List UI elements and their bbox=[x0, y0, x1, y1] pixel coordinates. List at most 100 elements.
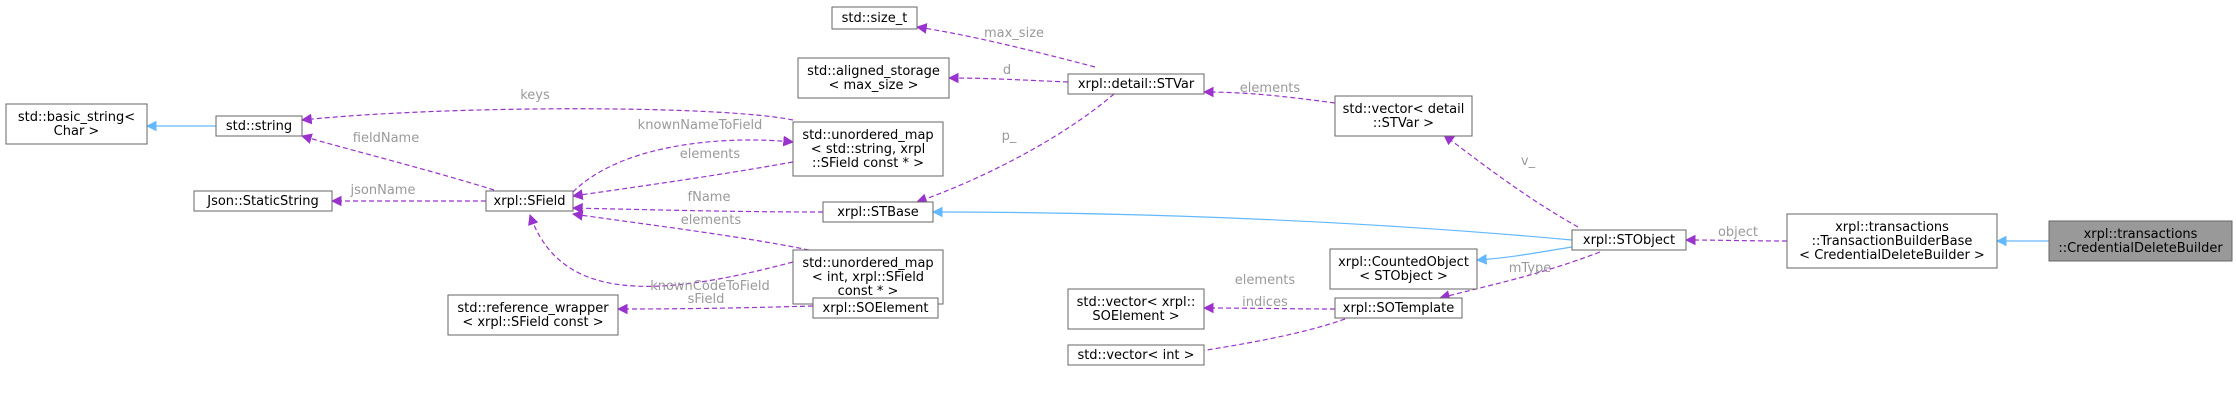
edge-elements-stvar bbox=[1202, 86, 1336, 104]
node-box bbox=[485, 190, 574, 212]
edge-label-keys: keys bbox=[520, 88, 550, 103]
edge-label-object: object bbox=[1718, 225, 1758, 240]
node-label-line: xrpl::STBase bbox=[837, 205, 919, 220]
node-string[interactable]: std::string bbox=[215, 115, 303, 137]
node-counted-object[interactable]: xrpl::CountedObject< STObject > bbox=[1329, 248, 1478, 290]
node-size-t[interactable]: std::size_t bbox=[831, 6, 918, 30]
node-box bbox=[5, 103, 148, 145]
node-box bbox=[797, 57, 950, 99]
edge-label-mtype: mType bbox=[1509, 261, 1552, 276]
edge-label-fname: fName bbox=[688, 190, 731, 205]
node-label-line: < xrpl::SField const > bbox=[462, 315, 603, 330]
edges bbox=[145, 23, 2049, 359]
edge-label-elements-umap-int: elements bbox=[681, 213, 742, 228]
node-label-line: Char > bbox=[54, 124, 100, 139]
edge-object bbox=[1684, 234, 1788, 246]
edge-label-v: v_ bbox=[1521, 154, 1536, 169]
edge-labels: keys fieldName jsonName knownNameToField… bbox=[350, 26, 1759, 310]
edge-label-max-size: max_size bbox=[984, 26, 1044, 41]
edge-known-code-to-field bbox=[528, 213, 794, 287]
node-box bbox=[792, 121, 944, 177]
node-label-line: xrpl::transactions bbox=[1835, 220, 1949, 235]
node-ref-wrapper[interactable]: std::reference_wrapper< xrpl::SField con… bbox=[447, 294, 619, 336]
edge-stobject-counted-object bbox=[1475, 246, 1573, 265]
node-label-line: std::unordered_map bbox=[802, 128, 933, 143]
node-label-line: std::vector< xrpl:: bbox=[1077, 295, 1196, 310]
node-umap-string[interactable]: std::unordered_map< std::string, xrpl::S… bbox=[792, 121, 944, 177]
node-box bbox=[831, 6, 918, 30]
node-label-line: SOElement > bbox=[1092, 309, 1179, 324]
edge-label-indices: indices bbox=[1242, 295, 1288, 310]
edge-label-elements-stvar: elements bbox=[1240, 81, 1301, 96]
edge-v bbox=[1443, 134, 1579, 228]
edge-label-known-name-to-field: knownNameToField bbox=[638, 118, 763, 133]
node-label-line: const * > bbox=[838, 284, 899, 299]
node-box bbox=[1786, 213, 1998, 269]
node-label-line: < CredentialDeleteBuilder > bbox=[1799, 248, 1985, 263]
edge-p bbox=[915, 93, 1115, 204]
node-label-line: < STObject > bbox=[1359, 269, 1448, 284]
node-label-line: std::size_t bbox=[842, 11, 908, 26]
node-box bbox=[822, 201, 934, 223]
node-label-line: < int, xrpl::SField bbox=[812, 270, 924, 285]
node-box bbox=[193, 190, 333, 212]
node-tx-builder-base[interactable]: xrpl::transactions::TransactionBuilderBa… bbox=[1786, 213, 1998, 269]
edge-sfield-ref bbox=[616, 303, 814, 315]
node-label-line: std::vector< detail bbox=[1343, 102, 1465, 117]
node-label-line: xrpl::detail::STVar bbox=[1078, 77, 1195, 92]
node-box bbox=[792, 249, 944, 305]
nodes: std::basic_string<Char > std::string Jso… bbox=[5, 6, 2233, 366]
edge-max-size bbox=[915, 23, 1096, 68]
edge-label-sfield-ref: sField bbox=[688, 292, 725, 307]
node-box bbox=[215, 115, 303, 137]
node-label-line: xrpl::SOElement bbox=[823, 301, 929, 316]
node-umap-int[interactable]: std::unordered_map< int, xrpl::SFieldcon… bbox=[792, 249, 944, 305]
edge-elements-soelement bbox=[1202, 302, 1336, 314]
node-soelement[interactable]: xrpl::SOElement bbox=[812, 297, 939, 319]
node-box bbox=[1571, 229, 1687, 251]
node-label-line: ::CredentialDeleteBuilder bbox=[2058, 241, 2223, 256]
node-label-line: xrpl::SOTemplate bbox=[1343, 301, 1454, 316]
node-stvar[interactable]: xrpl::detail::STVar bbox=[1067, 73, 1205, 95]
node-credential-delete-builder[interactable]: xrpl::transactions::CredentialDeleteBuil… bbox=[2048, 220, 2233, 262]
edge-stobject-stbase bbox=[931, 206, 1573, 241]
node-label-line: std::aligned_storage bbox=[807, 64, 940, 79]
node-aligned-storage[interactable]: std::aligned_storage< max_size > bbox=[797, 57, 950, 99]
node-stbase[interactable]: xrpl::STBase bbox=[822, 201, 934, 223]
node-label-line: < std::string, xrpl bbox=[811, 142, 925, 157]
node-label-line: xrpl::CountedObject bbox=[1338, 255, 1469, 270]
node-label-line: std::string bbox=[226, 119, 292, 134]
edge-elements-umap-string bbox=[571, 161, 794, 200]
node-box bbox=[1067, 344, 1205, 366]
node-sotemplate[interactable]: xrpl::SOTemplate bbox=[1334, 297, 1463, 319]
edge-elements-umap-int bbox=[571, 210, 810, 251]
node-basic-string[interactable]: std::basic_string<Char > bbox=[5, 103, 148, 145]
node-label-line: Json::StaticString bbox=[206, 194, 319, 209]
edge-field-name bbox=[300, 133, 495, 191]
node-vector-int[interactable]: std::vector< int > bbox=[1067, 344, 1205, 366]
edge-fname bbox=[571, 202, 824, 214]
node-label-line: xrpl::transactions bbox=[2084, 227, 2198, 242]
node-vector-soelement[interactable]: std::vector< xrpl::SOElement > bbox=[1067, 288, 1205, 330]
node-box bbox=[2048, 220, 2233, 262]
node-sfield[interactable]: xrpl::SField bbox=[485, 190, 574, 212]
node-label-line: ::SField const * > bbox=[812, 156, 924, 171]
node-box bbox=[812, 297, 939, 319]
edge-label-p: p_ bbox=[1002, 129, 1017, 144]
edge-d bbox=[947, 72, 1069, 84]
node-box bbox=[1067, 73, 1205, 95]
edge-label-json-name: jsonName bbox=[350, 183, 416, 198]
edge-indices bbox=[1173, 318, 1346, 359]
node-static-string[interactable]: Json::StaticString bbox=[193, 190, 333, 212]
node-label-line: std::unordered_map bbox=[802, 256, 933, 271]
node-label-line: ::TransactionBuilderBase bbox=[1812, 234, 1973, 249]
node-box bbox=[1329, 248, 1478, 290]
edge-label-elements-soelement: elements bbox=[1235, 273, 1296, 288]
node-box bbox=[1067, 288, 1205, 330]
node-label-line: std::reference_wrapper bbox=[457, 301, 609, 316]
edge-label-field-name: fieldName bbox=[353, 131, 419, 146]
node-box bbox=[1334, 297, 1463, 319]
node-vector-stvar[interactable]: std::vector< detail::STVar > bbox=[1334, 95, 1473, 137]
node-stobject[interactable]: xrpl::STObject bbox=[1571, 229, 1687, 251]
